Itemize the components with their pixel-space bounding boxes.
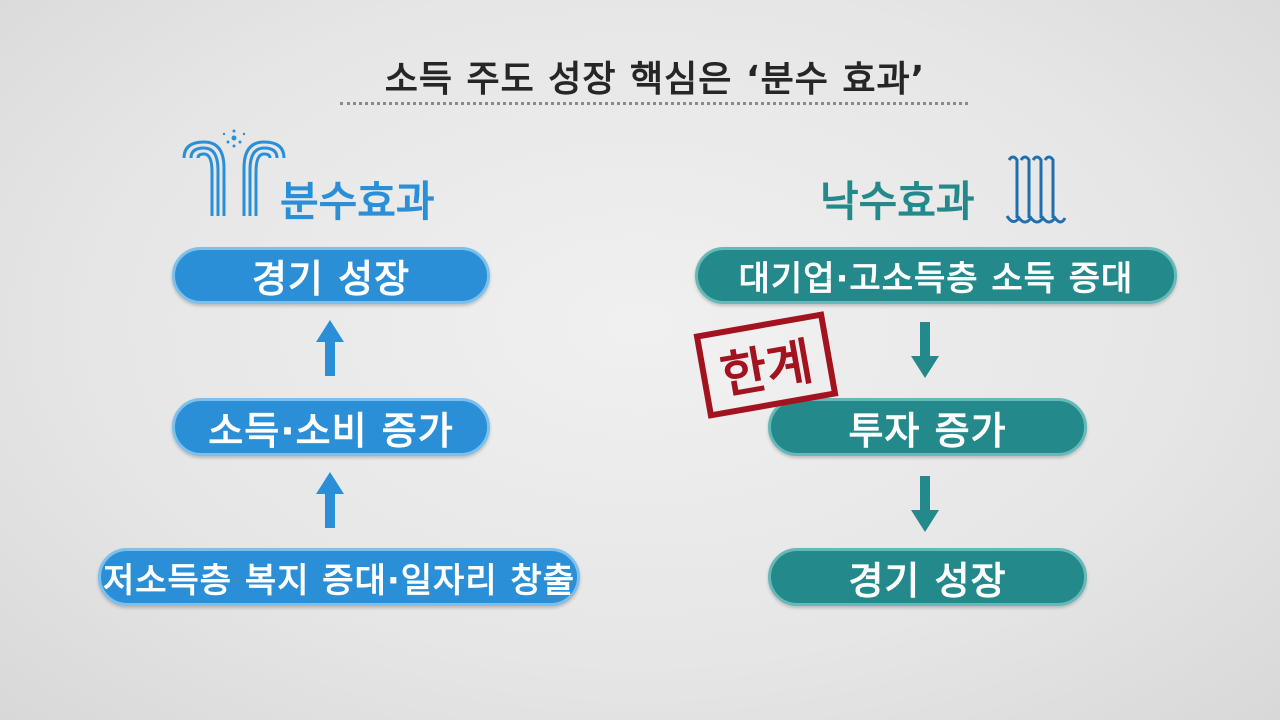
fountain-step-economic-growth: 경기 성장 bbox=[172, 247, 490, 304]
waterfall-icon bbox=[1005, 155, 1067, 224]
trickle-step-investment: 투자 증가 bbox=[768, 398, 1087, 456]
page-title: 소득 주도 성장 핵심은 ‘분수 효과’ bbox=[384, 59, 926, 100]
title-underline bbox=[340, 102, 968, 105]
arrow-down-icon bbox=[911, 476, 939, 532]
trickle-step-corporate-income: 대기업·고소득층 소득 증대 bbox=[695, 247, 1177, 304]
trickle-down-effect-label: 낙수효과 bbox=[820, 177, 975, 226]
arrow-up-icon bbox=[316, 320, 344, 376]
fountain-effect-label: 분수효과 bbox=[280, 177, 435, 226]
arrow-down-icon bbox=[911, 322, 939, 378]
fountain-step-welfare-jobs: 저소득층 복지 증대·일자리 창출 bbox=[98, 548, 580, 606]
arrow-up-icon bbox=[316, 472, 344, 528]
fountain-step-income-consumption: 소득·소비 증가 bbox=[172, 398, 490, 456]
fountain-icon bbox=[182, 129, 286, 216]
trickle-step-economic-growth: 경기 성장 bbox=[768, 548, 1087, 606]
